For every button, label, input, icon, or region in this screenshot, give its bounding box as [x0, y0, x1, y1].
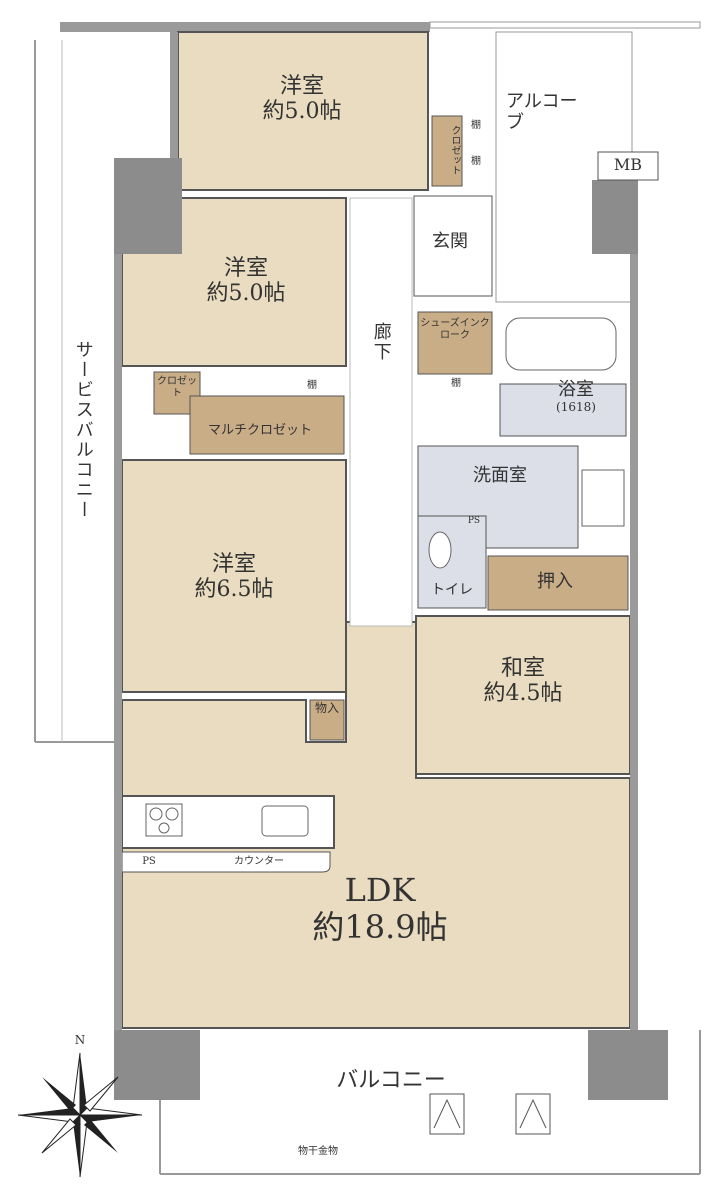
- japanese-room-name: 和室: [500, 656, 545, 681]
- shoes-closet-box: [417, 311, 493, 375]
- western-room-1-floor: [177, 31, 429, 191]
- toilet-bowl: [428, 531, 452, 569]
- top-right-wall: [429, 21, 701, 29]
- japanese-room-label: 和室 約4.5帖: [468, 656, 578, 707]
- service-balcony-label: サービスバルコニー: [72, 340, 94, 520]
- bathtub: [505, 317, 617, 371]
- western-room-3-label: 洋室 約6.5帖: [184, 552, 284, 603]
- western-room-3-floor: [121, 459, 347, 693]
- mb-label: MB: [613, 155, 643, 174]
- pillar-bottom-left: [114, 1030, 200, 1100]
- top-outer-wall: [60, 22, 430, 32]
- toilet-floor: [417, 515, 487, 609]
- mb-box: [597, 151, 659, 181]
- western-room-1-size: 約5.0帖: [262, 99, 342, 125]
- monoire-label: 物入: [314, 701, 339, 715]
- compass-north-label: N: [74, 1033, 86, 1047]
- burner-1: [149, 807, 163, 821]
- balcony-hatch-1: [429, 1093, 465, 1135]
- shelf-shoes-label: 棚: [451, 378, 461, 389]
- counter-label: カウンター: [234, 856, 284, 867]
- washroom-label: 洗面室: [473, 465, 527, 486]
- ldk-floor: [121, 621, 631, 1029]
- shelf-top-label: 棚: [471, 120, 481, 131]
- counter-extension: [121, 851, 331, 873]
- bath-size: (1618): [556, 399, 596, 414]
- bath-floor: [499, 383, 627, 437]
- ps-toilet-label: PS: [467, 516, 481, 526]
- closet-mid-box: [153, 371, 201, 415]
- compass-rose-icon: [17, 1052, 143, 1178]
- corridor-label: 廊下: [370, 322, 392, 362]
- oshiire-label: 押入: [537, 571, 573, 592]
- pillar-mb: [592, 180, 638, 254]
- closet-top-label: クロゼット: [449, 125, 460, 175]
- japanese-room-size: 約4.5帖: [483, 681, 563, 707]
- stove: [145, 803, 183, 837]
- shoes-closet-label: シューズインクローク: [420, 318, 490, 341]
- pillar-left-upper: [114, 158, 182, 254]
- closet-mid-label: クロゼット: [157, 376, 197, 399]
- monoire-box: [309, 699, 345, 741]
- oshiire-box: [487, 555, 629, 611]
- western-room-1-name: 洋室: [279, 74, 324, 99]
- entrance-label: 玄関: [432, 231, 468, 252]
- service-balcony-area: [34, 40, 118, 743]
- western-room-2-floor: [121, 197, 347, 367]
- ldk-size: 約18.9帖: [312, 907, 448, 946]
- shelf-mid-label: 棚: [307, 380, 317, 391]
- shelf-top-label-2: 棚: [471, 156, 481, 167]
- western-room-2-name: 洋室: [223, 256, 268, 281]
- burner-2: [165, 807, 179, 821]
- ps-kitchen-label: PS: [142, 856, 156, 867]
- outer-walls: [114, 32, 638, 1030]
- bath-label: 浴室 (1618): [536, 379, 616, 414]
- western-room-2-label: 洋室 約5.0帖: [196, 256, 296, 307]
- balcony-area: [159, 1030, 701, 1175]
- ldk-name: LDK: [344, 871, 416, 909]
- balcony-hatch-2: [515, 1093, 551, 1135]
- western-room-1-label: 洋室 約5.0帖: [252, 74, 352, 125]
- western-room-3-size: 約6.5帖: [194, 577, 274, 603]
- corridor-floor: [349, 197, 413, 627]
- balcony-label: バルコニー: [336, 1068, 446, 1093]
- bath-name: 浴室: [558, 379, 594, 400]
- sink: [261, 805, 309, 837]
- burner-3: [158, 822, 170, 834]
- western-room-2-size: 約5.0帖: [206, 281, 286, 307]
- drying-hardware-label: 物干金物: [298, 1146, 338, 1157]
- toilet-label: トイレ: [431, 582, 473, 598]
- japanese-room-floor: [415, 615, 631, 775]
- closet-top-box: [431, 115, 463, 187]
- multi-closet-label: マルチクロゼット: [207, 423, 312, 438]
- pillar-bottom-right: [588, 1030, 668, 1100]
- ldk-label: LDK 約18.9帖: [290, 872, 470, 946]
- entrance-floor: [413, 195, 493, 297]
- western-room-3-name: 洋室: [211, 552, 256, 577]
- multi-closet-box: [189, 395, 345, 455]
- washbasin: [581, 469, 625, 527]
- alcove-label: アルコーブ: [506, 91, 578, 133]
